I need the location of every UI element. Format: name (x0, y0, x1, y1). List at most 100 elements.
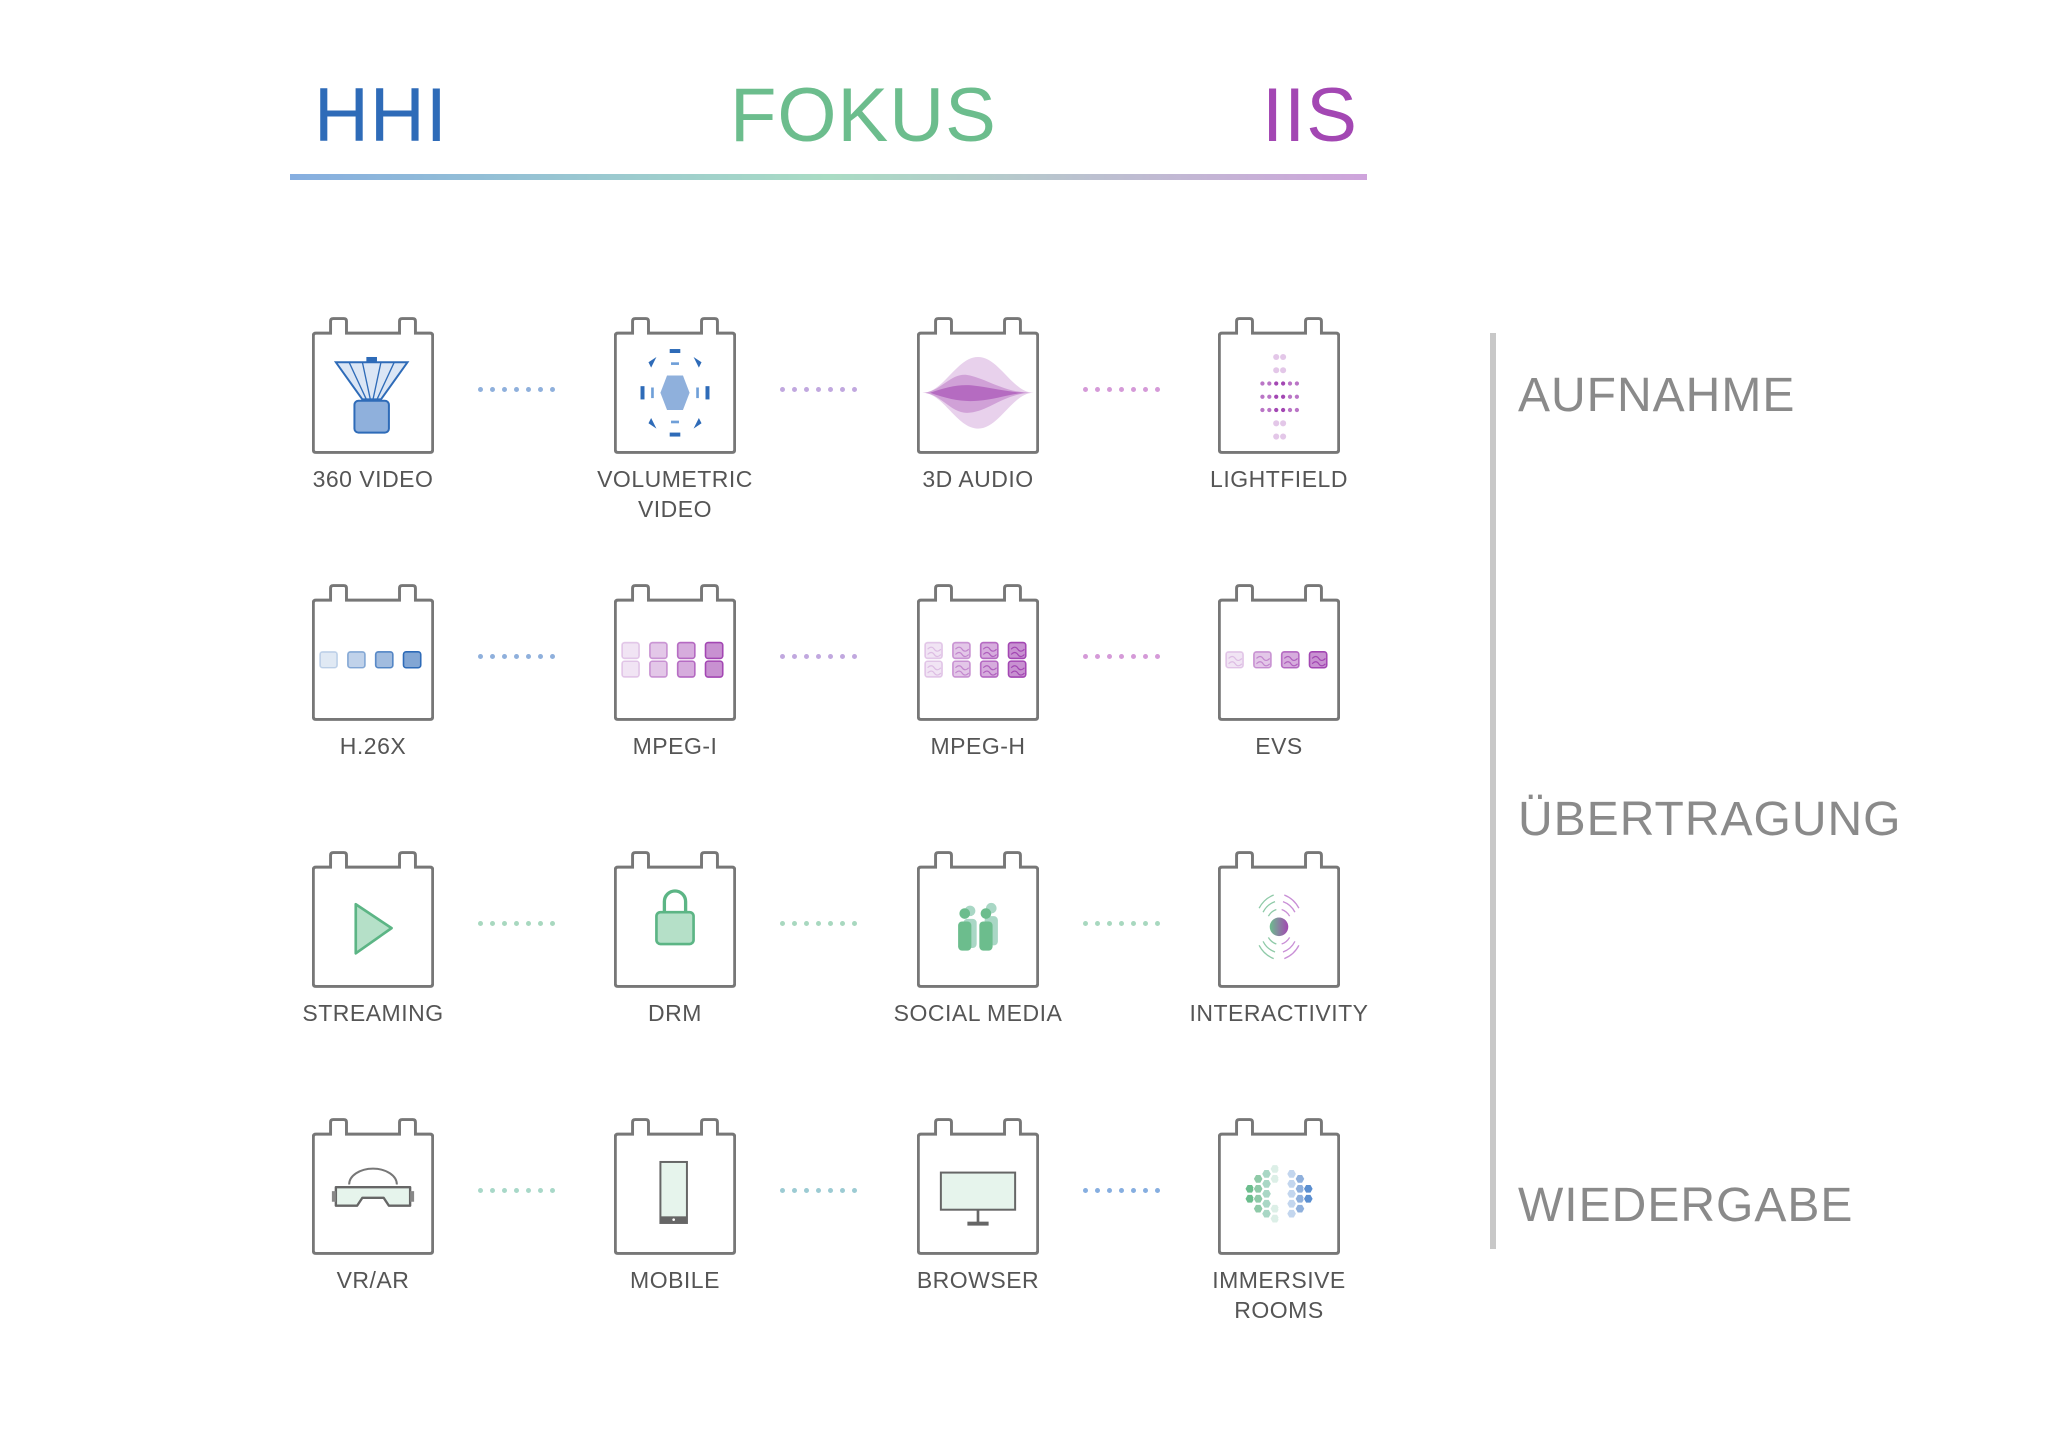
tech-label: STREAMING (302, 1000, 444, 1026)
tech-item-evs: EVS (1169, 584, 1389, 761)
tech-item-mobile: MOBILE (565, 1118, 785, 1295)
lock-icon (614, 851, 736, 988)
tech-item-h-26x: H.26X (263, 584, 483, 761)
tech-item-interactivity: INTERACTIVITY (1169, 851, 1389, 1028)
connector-dot (852, 921, 857, 926)
evs-codec-icon (1218, 584, 1340, 721)
interactivity-icon (1218, 851, 1340, 988)
tech-label: VR/AR (336, 1267, 410, 1293)
connector-dot (792, 387, 797, 392)
connector-dot (490, 921, 495, 926)
stage-wiedergabe: WIEDERGABE (1518, 1179, 1854, 1232)
connector-dots (478, 1188, 555, 1193)
connector-dot (804, 654, 809, 659)
connector-dot (792, 654, 797, 659)
connector-dot (828, 387, 833, 392)
stage-aufnahme: AUFNAHME (1518, 369, 1796, 422)
connector-dot (514, 387, 519, 392)
connector-dot (1131, 1188, 1136, 1193)
tech-label: MOBILE (630, 1267, 720, 1293)
connector-dot (526, 921, 531, 926)
volumetric-capture-icon (614, 317, 736, 454)
connector-dots (780, 921, 857, 926)
connector-dot (1155, 921, 1160, 926)
connector-dot (502, 654, 507, 659)
tech-label: DRM (648, 1000, 702, 1026)
connector-dot (526, 387, 531, 392)
vr-headset-icon (312, 1118, 434, 1255)
connector-dot (490, 654, 495, 659)
tech-label: MPEG-H (930, 733, 1026, 759)
connector-dot (816, 1188, 821, 1193)
connector-dot (514, 1188, 519, 1193)
tech-item-streaming: STREAMING (263, 851, 483, 1028)
connector-dot (1143, 1188, 1148, 1193)
monitor-icon (917, 1118, 1039, 1255)
connector-dots (478, 387, 555, 392)
connector-dot (1107, 1188, 1112, 1193)
connector-dot (502, 1188, 507, 1193)
mpeg-h-codec-icon (917, 584, 1039, 721)
tech-item-mpeg-h: MPEG-H (868, 584, 1088, 761)
connector-dot (828, 921, 833, 926)
connector-dot (1143, 921, 1148, 926)
connector-dot (1095, 921, 1100, 926)
connector-dot (1107, 654, 1112, 659)
connector-dot (840, 654, 845, 659)
connector-dot (1119, 1188, 1124, 1193)
hexagon-room-icon (1218, 1118, 1340, 1255)
connector-dot (490, 387, 495, 392)
header-hhi: HHI (314, 73, 448, 158)
connector-dots (478, 921, 555, 926)
connector-dot (1119, 387, 1124, 392)
connector-dot (780, 387, 785, 392)
video-codec-icon (312, 584, 434, 721)
connector-dot (828, 654, 833, 659)
tech-label: 360 VIDEO (312, 466, 434, 492)
connector-dots (1083, 1188, 1160, 1193)
tech-label: LIGHTFIELD (1210, 466, 1348, 492)
connector-dot (550, 921, 555, 926)
connector-dot (538, 1188, 543, 1193)
connector-dot (526, 1188, 531, 1193)
connector-dot (792, 1188, 797, 1193)
tech-label: IMMERSIVE ROOMS (1212, 1267, 1346, 1323)
connector-dot (1131, 387, 1136, 392)
tech-item-vr-ar: VR/AR (263, 1118, 483, 1295)
connector-dot (1143, 654, 1148, 659)
connector-dot (1131, 654, 1136, 659)
tech-label: MPEG-I (632, 733, 718, 759)
connector-dots (780, 1188, 857, 1193)
connector-dot (816, 387, 821, 392)
header-fokus: FOKUS (730, 73, 997, 158)
tech-item-mpeg-i: MPEG-I (565, 584, 785, 761)
connector-dot (1095, 654, 1100, 659)
connector-dots (478, 654, 555, 659)
connector-dot (780, 654, 785, 659)
camera-360-icon (312, 317, 434, 454)
connector-dot (1083, 1188, 1088, 1193)
connector-dot (1119, 654, 1124, 659)
connector-dots (1083, 654, 1160, 659)
connector-dot (514, 921, 519, 926)
lightfield-dots-icon (1218, 317, 1340, 454)
tech-item-social-media: SOCIAL MEDIA (868, 851, 1088, 1028)
connector-dot (804, 1188, 809, 1193)
connector-dot (1083, 921, 1088, 926)
tech-label: INTERACTIVITY (1189, 1000, 1369, 1026)
mpeg-i-codec-icon (614, 584, 736, 721)
connector-dot (478, 921, 483, 926)
connector-dot (550, 1188, 555, 1193)
connector-dot (1095, 1188, 1100, 1193)
tech-item-3d-audio: 3D AUDIO (868, 317, 1088, 494)
connector-dot (852, 387, 857, 392)
connector-dots (1083, 921, 1160, 926)
connector-dot (780, 1188, 785, 1193)
connector-dot (1119, 921, 1124, 926)
connector-dots (780, 387, 857, 392)
tech-item-drm: DRM (565, 851, 785, 1028)
connector-dot (478, 387, 483, 392)
tech-item-browser: BROWSER (868, 1118, 1088, 1295)
connector-dot (804, 921, 809, 926)
connector-dot (1107, 921, 1112, 926)
